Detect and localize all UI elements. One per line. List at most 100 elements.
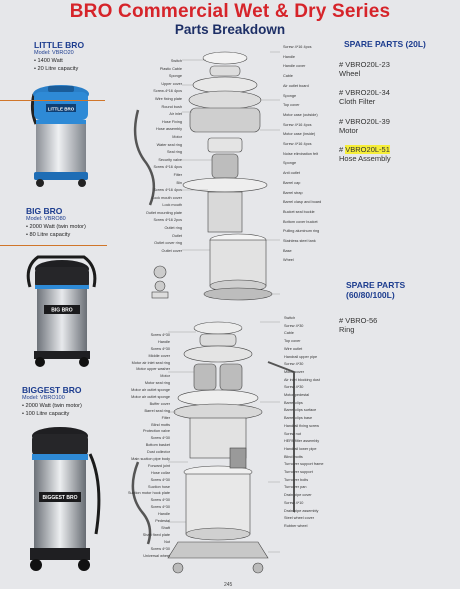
part-label: Bucket seal buckle bbox=[283, 209, 315, 214]
part-label: Steel wheel cover bbox=[284, 516, 314, 521]
part-label: Hose assembly bbox=[156, 127, 182, 132]
model-spec: 100 Litre capacity bbox=[22, 410, 82, 418]
spare-parts-20l-list: # VBRO20L-23 Wheel bbox=[339, 60, 390, 78]
part-label: Screw 4*16 4pcs bbox=[283, 122, 312, 127]
part-label: Outlet cover bbox=[161, 248, 182, 253]
part-label: Switch bbox=[284, 316, 296, 320]
part-label: Noise elimination felt bbox=[283, 151, 319, 156]
part-label: Turnover bolts bbox=[284, 477, 309, 482]
part-label: Barrel cap bbox=[283, 180, 301, 185]
page-number: 245 bbox=[224, 582, 233, 588]
part-label: Top cover bbox=[284, 339, 301, 344]
part-label: Barrel strap bbox=[283, 190, 303, 195]
diagram-bottom-right-labels: Switch Screw 4*30 Cable Top cover Wire o… bbox=[284, 316, 334, 532]
model-code: Model: VBRO100 bbox=[22, 395, 65, 401]
part-label: Handle bbox=[157, 339, 170, 344]
biggest-bro-vacuum-image: BIGGEST BRO bbox=[30, 427, 101, 571]
part-label: Motor air outlet sponge bbox=[131, 388, 170, 393]
part-label: Pedestal bbox=[155, 519, 170, 524]
part-label: Switch bbox=[170, 59, 182, 63]
part-label: Main suction pipe body bbox=[131, 457, 170, 462]
part-label: Motor case (inside) bbox=[283, 132, 316, 137]
diagram-top-left-labels: Switch Plastic Cable Sponge Upper cover … bbox=[138, 59, 182, 256]
part-label: Sponge bbox=[283, 161, 297, 166]
model-little-bro: LITTLE BRO Model: VBRO20 1400 Watt 20 Li… bbox=[34, 40, 84, 73]
spare-parts-80l-heading: SPARE PARTS (60/80/100L) bbox=[346, 280, 405, 300]
svg-text:BIG BRO: BIG BRO bbox=[51, 308, 73, 314]
separator bbox=[0, 100, 105, 101]
part-label: Upper cover bbox=[161, 81, 182, 86]
part-label: Screw 4*16 4pcs bbox=[153, 165, 183, 170]
part-label: Nut bbox=[164, 539, 170, 544]
part-label: Round bush bbox=[161, 104, 182, 109]
exploded-diagram-60-80-100l bbox=[131, 321, 295, 574]
highlighted-part-code: VBRO20L-51 bbox=[345, 145, 390, 154]
part-label: Bin bbox=[176, 180, 183, 185]
model-spec: 2000 Watt (twin motor) bbox=[22, 402, 82, 410]
part-label: Screw 4*30 bbox=[284, 362, 304, 367]
part-label: Universal wheel bbox=[143, 553, 170, 558]
svg-text:BIGGEST BRO: BIGGEST BRO bbox=[42, 495, 77, 501]
part-name: Ring bbox=[339, 325, 355, 334]
part-label: Shaft fixed plate bbox=[142, 532, 170, 537]
part-label: Screw 4*30 bbox=[284, 385, 304, 390]
part-label: Screw 4*30 bbox=[284, 323, 304, 328]
spare-parts-20l-item: # VBRO20L-34 Cloth Filter bbox=[339, 88, 390, 106]
model-name: BIGGEST BRO bbox=[22, 385, 82, 395]
part-label: Drain pipe cover bbox=[284, 493, 312, 498]
part-name: Cloth Filter bbox=[339, 97, 376, 106]
part-label: Screw nut bbox=[284, 431, 301, 436]
part-label: Screw 4*30 bbox=[150, 346, 170, 351]
spare-parts-80l-item: # VBRO-56 Ring bbox=[339, 316, 377, 334]
part-label: Screw 4*10 bbox=[284, 500, 304, 505]
part-label: Base bbox=[283, 248, 292, 253]
svg-text:LITTLE BRO: LITTLE BRO bbox=[48, 107, 75, 112]
part-label: Outlet bbox=[171, 233, 182, 238]
part-label: Screw 4*16 2pcs bbox=[153, 218, 183, 223]
part-label: Barrel clips bbox=[284, 400, 303, 405]
part-label: Screw 4*30 bbox=[150, 498, 170, 503]
diagram-bottom-left-labels: Screw 4*30 Handle Screw 4*30 Middle cove… bbox=[122, 333, 170, 560]
part-label: Filter bbox=[161, 415, 170, 420]
part-code: # VBRO20L-23 bbox=[339, 60, 390, 69]
part-label: Handrail fixing screw bbox=[284, 423, 320, 428]
part-label: Handle bbox=[283, 54, 296, 59]
part-code: # VBRO20L-51 bbox=[339, 145, 391, 154]
model-big-bro: BIG BRO Model: VBRO80 2000 Watt (twin mo… bbox=[26, 206, 86, 239]
diagram-top-right-labels: Screw 4*16 4pcs Handle Handle cover Cabl… bbox=[283, 45, 333, 268]
part-label: Blind motts bbox=[151, 422, 170, 427]
part-code-prefix: # bbox=[339, 145, 346, 154]
spare-parts-20l-item: # VBRO20L-39 Motor bbox=[339, 117, 390, 135]
part-label: Screw 4*16 4pcs bbox=[283, 142, 312, 147]
part-label: Air inlet bbox=[169, 112, 182, 117]
big-bro-vacuum-image: BIG BRO bbox=[26, 255, 97, 367]
part-label: Pulling aluminum ring bbox=[283, 229, 320, 234]
part-label: Forward joint bbox=[148, 463, 170, 468]
part-label: Handrail lower pipe bbox=[284, 446, 317, 451]
part-label: Barrel clips surface bbox=[284, 408, 317, 413]
part-name: Wheel bbox=[339, 69, 361, 78]
part-label: Suction motor hook plate bbox=[127, 491, 170, 496]
part-code: # VBRO-56 bbox=[339, 316, 378, 325]
part-label: Cable bbox=[284, 331, 294, 336]
part-code: # VBRO20L-34 bbox=[339, 88, 390, 97]
part-label: Screw 4*16 4pcs bbox=[283, 45, 312, 49]
part-label: Outlet cover ring bbox=[154, 241, 182, 246]
part-label: Anti outlet bbox=[283, 171, 300, 176]
part-label: Suction hose bbox=[148, 484, 170, 489]
separator bbox=[0, 245, 107, 246]
model-spec: 2000 Watt (twin motor) bbox=[26, 223, 86, 231]
part-label: Sponge bbox=[283, 93, 297, 98]
part-label: Motor bbox=[160, 374, 170, 379]
part-label: Screw 4*30 bbox=[150, 505, 170, 510]
exploded-diagram-20l bbox=[133, 51, 280, 301]
part-label: Plastic Cable bbox=[159, 66, 182, 71]
part-label: Motor air inlet seal ring bbox=[131, 360, 170, 365]
part-label: Screw 4*30 bbox=[150, 333, 170, 337]
part-label: Bottom basket bbox=[145, 443, 170, 448]
part-label: Motor pedestal bbox=[284, 393, 310, 398]
part-label: Turnover pan bbox=[284, 485, 307, 490]
part-label: Hose collar bbox=[151, 470, 170, 475]
part-label: Wheel bbox=[283, 258, 294, 263]
part-label: Barrel clasp and board bbox=[283, 200, 322, 205]
